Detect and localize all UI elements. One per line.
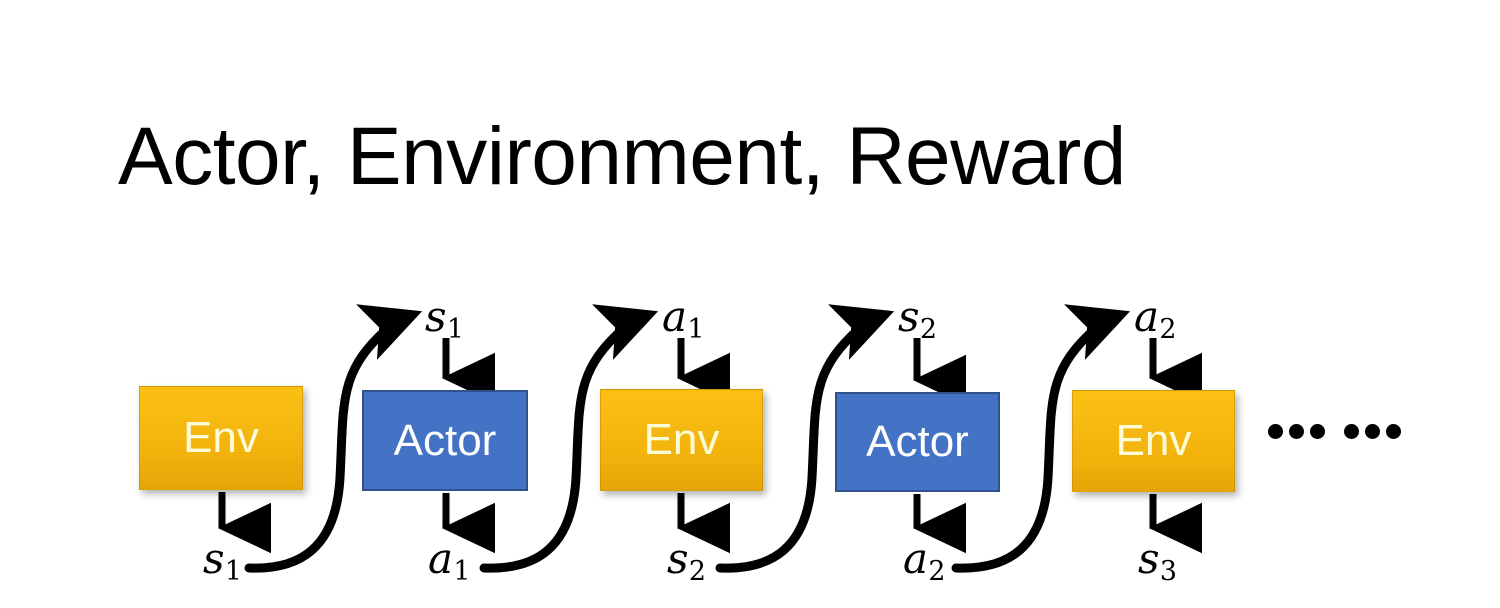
node-actor-2[interactable]: Actor [835,392,1000,492]
page-title: Actor, Environment, Reward [118,111,1126,202]
node-env-1[interactable]: Env [139,386,303,490]
ellipsis-dot [1268,424,1283,439]
ellipsis-dot [1386,424,1401,439]
ellipsis-dot [1310,424,1325,439]
label-bottom-s2: s2 [667,534,706,587]
ellipsis-dots [1268,424,1401,439]
label-top-s1: s1 [425,292,464,345]
node-env-2[interactable]: Env [600,389,763,491]
label-bottom-s3: s3 [1138,534,1177,587]
label-top-a1: a1 [662,292,705,345]
curve-a1-to-env2 [479,304,659,573]
label-top-a2: a2 [1134,292,1177,345]
ellipsis-dot [1344,424,1359,439]
curve-s2-to-actor2 [715,304,895,573]
ellipsis-dot [1365,424,1380,439]
ellipsis-gap [1331,431,1338,432]
label-bottom-a1: a1 [428,534,471,587]
label-bottom-s1: s1 [203,534,242,587]
label-bottom-a2: a2 [903,534,946,587]
label-top-s2: s2 [898,292,937,345]
ellipsis-dot [1289,424,1304,439]
curve-s1-to-actor1 [244,304,423,573]
curve-a2-to-env3 [951,304,1131,573]
node-actor-1[interactable]: Actor [362,390,528,491]
node-env-3[interactable]: Env [1072,390,1235,492]
